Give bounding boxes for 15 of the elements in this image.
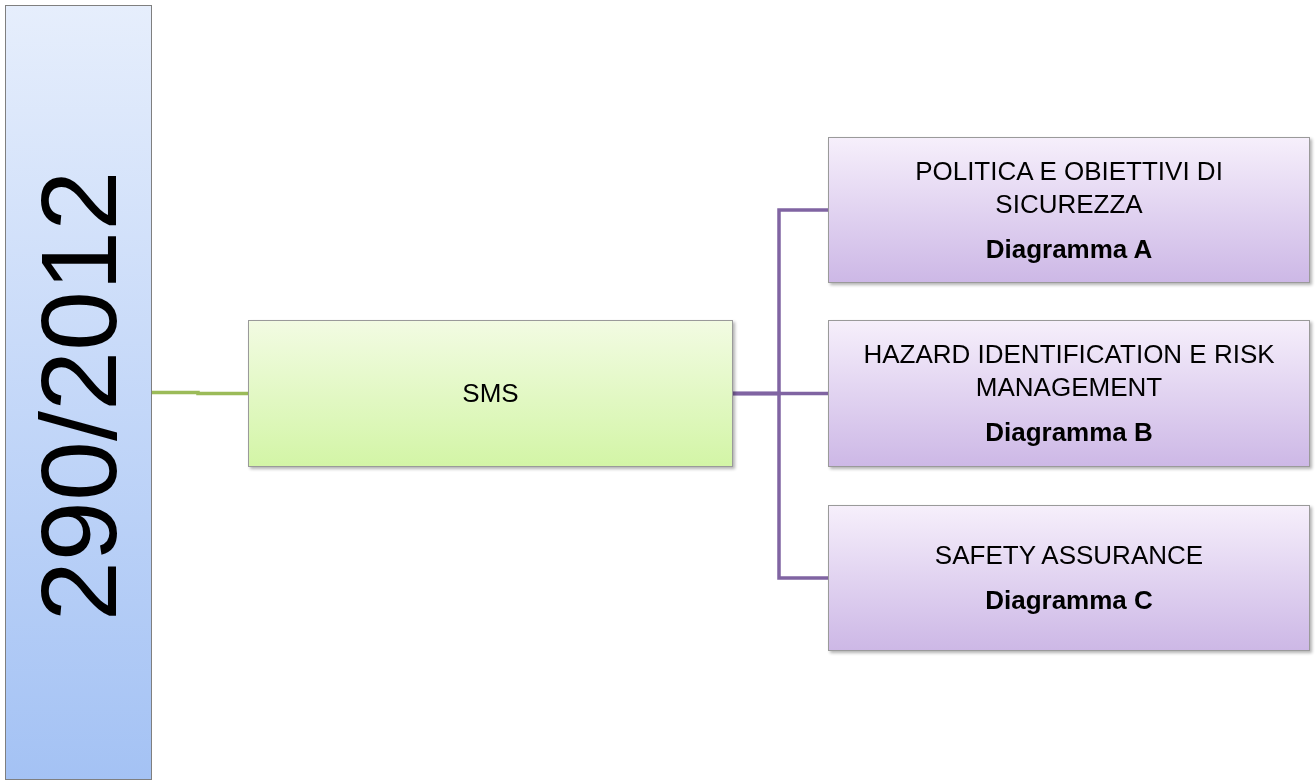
box-title: POLITICA E OBIETTIVI DI SICUREZZA <box>914 154 1224 221</box>
connector-line <box>152 390 248 396</box>
banner-title: 290/2012 <box>24 170 133 622</box>
box-title: SMS <box>462 377 519 410</box>
box-subtitle: Diagramma A <box>985 232 1153 266</box>
process-box <box>828 505 1310 651</box>
box-title: HAZARD IDENTIFICATION E RISK MANAGEMENT <box>862 338 1276 404</box>
process-box <box>828 320 1310 467</box>
box-subtitle: Diagramma C <box>985 584 1153 617</box>
connector-line <box>733 391 828 580</box>
box-title: SAFETY ASSURANCE <box>934 539 1204 572</box>
process-box <box>828 137 1310 283</box>
box-subtitle: Diagramma B <box>985 416 1153 449</box>
process-box <box>248 320 733 467</box>
vertical-banner <box>5 5 152 780</box>
